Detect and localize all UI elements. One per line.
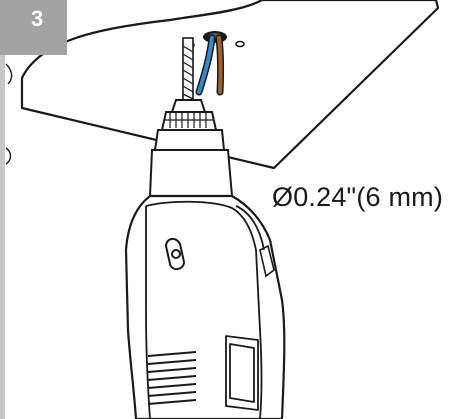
drill-grip-slots — [147, 351, 197, 405]
drill-body — [124, 194, 286, 419]
step-number-badge: 3 — [0, 0, 67, 55]
drill-bit — [182, 37, 194, 101]
drill-chuck — [148, 99, 234, 197]
drill-grip-detail — [145, 200, 265, 419]
drill-hang-hook-icon — [164, 238, 186, 270]
power-wires — [195, 34, 225, 96]
step-number: 3 — [31, 6, 44, 31]
drill-side-panel — [259, 244, 275, 278]
drill-diameter-label: Ø0.24"(6 mm) — [272, 182, 444, 212]
left-margin-rule — [0, 55, 5, 419]
left-edge-detail — [5, 63, 13, 165]
ceiling-panel — [20, 0, 440, 170]
